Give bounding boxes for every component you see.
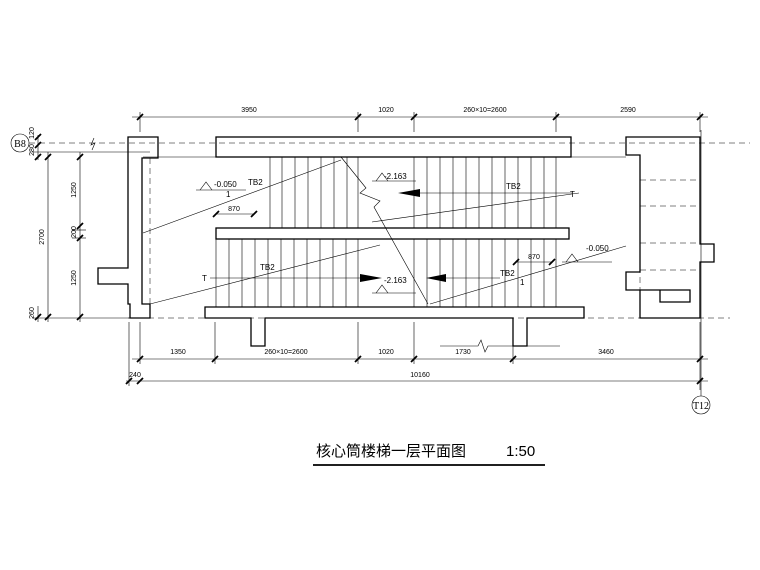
dim-top-3: 260×10=2600	[463, 107, 506, 114]
stair-label-lower-right: TB2	[500, 269, 515, 278]
stair-label-upper-left: TB2	[248, 178, 263, 187]
stair-label-upper-right: TB2	[506, 182, 521, 191]
dim-top-2: 1020	[378, 107, 394, 114]
dim-bottom-2: 260×10=2600	[264, 349, 307, 356]
lower-flight	[149, 239, 627, 307]
dim-left-bottom: 260	[29, 307, 36, 319]
dim-bottom-total: 10160	[410, 372, 430, 379]
svg-text:870: 870	[528, 254, 540, 261]
end-mark-left: T	[202, 274, 207, 283]
level-marker-lower-right: -0.050	[562, 244, 612, 263]
landing-dimension-right: 870	[512, 254, 556, 266]
hidden-lines	[128, 157, 730, 319]
dim-bottom-3: 1020	[378, 349, 394, 356]
end-mark-right: T	[570, 190, 575, 199]
landing-dimension-left: 870	[212, 206, 258, 218]
dim-left-top-2: 280	[29, 144, 36, 156]
dim-left-1: 1250	[71, 182, 78, 198]
end-mark-upper: 1	[226, 190, 231, 199]
svg-text:-2.163: -2.163	[384, 276, 407, 285]
dim-bottom-1: 1350	[170, 349, 186, 356]
top-dimension-line: 3950 1020 260×10=2600 2590	[132, 107, 708, 132]
dim-left-total: 2700	[39, 229, 46, 245]
svg-text:-0.050: -0.050	[214, 180, 237, 189]
dim-left-top-1: 120	[29, 127, 36, 139]
axis-bubble-T12: T12	[691, 130, 711, 415]
title-scale: 1:50	[506, 443, 535, 460]
svg-text:870: 870	[228, 206, 240, 213]
break-line	[340, 156, 560, 353]
level-marker-upper-left: -0.050	[196, 180, 246, 191]
drawing-title: 核心筒楼梯一层平面图 1:50	[313, 442, 545, 466]
dim-bottom-offset: 240	[129, 372, 141, 379]
dim-left-2: 200	[71, 226, 78, 238]
svg-text:-0.050: -0.050	[586, 244, 609, 253]
dim-bottom-4: 1730	[455, 349, 471, 356]
level-marker-lower-mid: -2.163	[372, 276, 416, 294]
svg-text:B8: B8	[14, 139, 26, 150]
core-walls	[90, 136, 715, 347]
dim-bottom-5: 3460	[598, 349, 614, 356]
stair-label-lower-left: TB2	[260, 263, 275, 272]
end-mark-lower: 1	[520, 278, 525, 287]
dim-left-3: 1250	[71, 270, 78, 286]
svg-text:-2.163: -2.163	[384, 172, 407, 181]
direction-arrows	[210, 189, 572, 282]
upper-flight	[142, 156, 626, 234]
dim-top-4: 2590	[620, 107, 636, 114]
level-marker-upper-mid: -2.163	[372, 172, 416, 182]
svg-text:T12: T12	[693, 401, 709, 412]
bottom-dimension-line: 1350 260×10=2600 1020 1730 3460 240 1016…	[125, 322, 708, 390]
dim-top-1: 3950	[241, 107, 257, 114]
left-dimension-line: 2700 1250 200 1250 120 280 260	[29, 127, 150, 322]
title-name: 核心筒楼梯一层平面图	[316, 442, 466, 460]
axis-bubble-B8: B8	[10, 133, 750, 153]
